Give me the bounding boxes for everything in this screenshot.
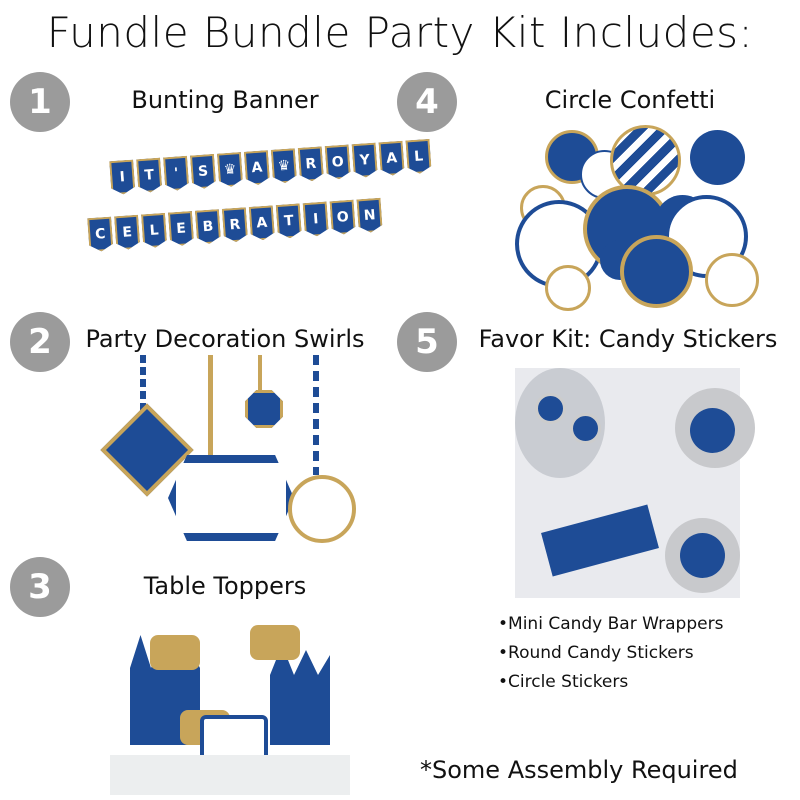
assembly-note: *Some Assembly Required [420,756,738,784]
favor-list-item: •Circle Stickers [498,672,629,692]
table-toppers-image [110,605,350,795]
number-badge-1: 1 [10,72,70,132]
favor-list-item: •Round Candy Stickers [498,643,694,663]
banner-pennant: T [136,158,162,194]
item-label-circle-confetti: Circle Confetti [544,86,716,114]
banner-pennant: O [330,200,356,236]
banner-pennant: S [190,154,216,190]
banner-pennant: ' [163,156,189,192]
banner-pennant: I [303,202,329,238]
number-badge-2: 2 [10,312,70,372]
banner-pennant: C [87,217,113,253]
decoration-swirls-image [100,355,370,555]
banner-pennant: A [379,141,405,177]
banner-pennant: I [109,160,135,196]
favor-list-item: •Mini Candy Bar Wrappers [498,614,724,634]
banner-pennant: L [141,213,167,249]
number-badge-5: 5 [397,312,457,372]
banner-pennant: Y [352,143,378,179]
circle-confetti-image [515,125,775,311]
banner-pennant: N [357,198,383,234]
item-label-bunting-banner: Bunting Banner [131,86,319,114]
number-badge-3: 3 [10,557,70,617]
banner-pennant: ♛ [217,152,243,188]
banner-pennant: E [168,211,194,247]
page-title: Fundle Bundle Party Kit Includes: [46,8,754,57]
banner-pennant: B [195,209,221,245]
banner-pennant: ♛ [271,148,297,184]
banner-pennant: O [325,144,351,180]
banner-pennant: R [298,146,324,182]
banner-pennant: A [249,205,275,241]
banner-pennant: R [222,207,248,243]
banner-pennant: E [114,215,140,251]
banner-pennant: T [276,203,302,239]
item-label-decoration-swirls: Party Decoration Swirls [85,325,365,353]
candy-stickers-image [515,368,755,598]
item-label-table-toppers: Table Toppers [143,572,307,600]
item-label-candy-stickers: Favor Kit: Candy Stickers [478,325,778,353]
favor-kit-list: •Mini Candy Bar Wrappers •Round Candy St… [498,610,723,697]
banner-pennant: A [244,150,270,186]
number-badge-4: 4 [397,72,457,132]
banner-pennant: L [405,139,431,175]
